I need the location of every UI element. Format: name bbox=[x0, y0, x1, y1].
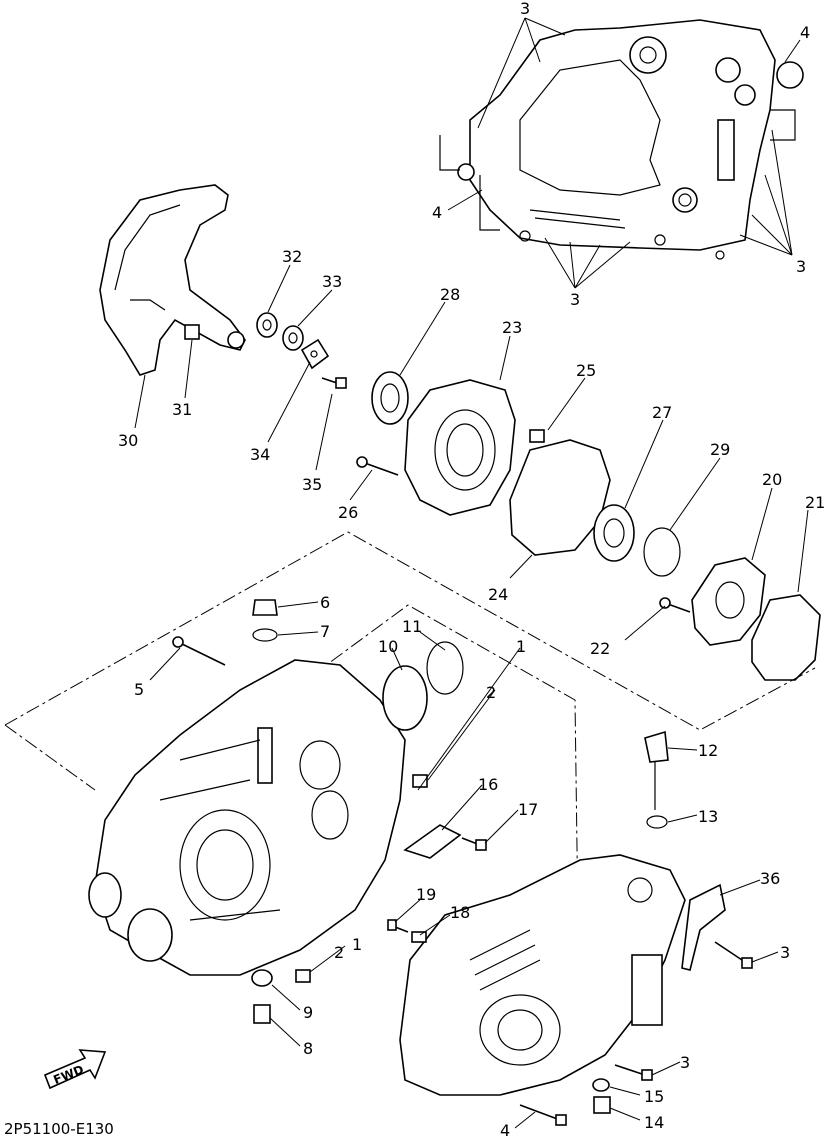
plug-14 bbox=[593, 1096, 611, 1114]
plug-6 bbox=[252, 599, 278, 616]
callout-4: 4 bbox=[800, 23, 810, 42]
callout-20: 20 bbox=[762, 470, 782, 489]
callout-labels: 3 4 4 3 3 32 33 28 23 25 27 29 20 21 31 … bbox=[118, 0, 825, 1139]
washer-9 bbox=[251, 969, 273, 987]
callout-7: 7 bbox=[320, 622, 330, 641]
bolt-5 bbox=[172, 636, 226, 666]
lower-leaders bbox=[149, 601, 779, 1129]
crankcase-cover-30 bbox=[99, 184, 246, 376]
callout-4: 4 bbox=[432, 203, 442, 222]
bracket-36 bbox=[681, 883, 726, 971]
gasket-24 bbox=[509, 439, 611, 556]
bolt-4-lower bbox=[519, 1104, 567, 1126]
callout-17: 17 bbox=[518, 800, 538, 819]
right-crankcase bbox=[399, 854, 686, 1096]
callout-3: 3 bbox=[570, 290, 580, 309]
callout-4: 4 bbox=[500, 1121, 510, 1139]
bolt-17 bbox=[461, 837, 487, 851]
callout-32: 32 bbox=[282, 247, 302, 266]
bolt-3-lower bbox=[614, 1064, 653, 1081]
assembly-boundary bbox=[4, 531, 816, 1071]
callout-3: 3 bbox=[520, 0, 530, 18]
callout-15: 15 bbox=[644, 1087, 664, 1106]
o-ring-13 bbox=[646, 815, 668, 829]
fwd-arrow: FWD bbox=[43, 1049, 107, 1090]
callout-8: 8 bbox=[303, 1039, 313, 1058]
callout-28: 28 bbox=[440, 285, 460, 304]
ring-11 bbox=[426, 641, 464, 695]
circlip-29 bbox=[643, 527, 681, 577]
callout-2: 2 bbox=[334, 943, 344, 962]
middle-leaders bbox=[134, 264, 809, 641]
seal-10 bbox=[382, 665, 428, 731]
callout-3: 3 bbox=[780, 943, 790, 962]
callout-1: 1 bbox=[516, 637, 526, 656]
drawing-code: 2P51100-E130 bbox=[4, 1120, 114, 1138]
callout-27: 27 bbox=[652, 403, 672, 422]
oil-seal-28 bbox=[371, 371, 409, 425]
callout-25: 25 bbox=[576, 361, 596, 380]
callout-22: 22 bbox=[590, 639, 610, 658]
callout-6: 6 bbox=[320, 593, 330, 612]
gasket-7 bbox=[252, 628, 278, 642]
callout-13: 13 bbox=[698, 807, 718, 826]
callout-9: 9 bbox=[303, 1003, 313, 1022]
callout-12: 12 bbox=[698, 741, 718, 760]
left-crankcase bbox=[88, 659, 406, 976]
callout-1: 1 bbox=[352, 935, 362, 954]
bolt-35 bbox=[321, 377, 347, 389]
gasket-21 bbox=[751, 594, 821, 681]
bearing-27 bbox=[593, 504, 635, 562]
pin-18 bbox=[411, 931, 427, 943]
callout-33: 33 bbox=[322, 272, 342, 291]
callout-21: 21 bbox=[805, 493, 825, 512]
crankcase-outline-view bbox=[439, 19, 804, 260]
callout-19: 19 bbox=[416, 885, 436, 904]
dipstick-12 bbox=[644, 730, 669, 810]
callout-18: 18 bbox=[450, 903, 470, 922]
callout-2: 2 bbox=[486, 683, 496, 702]
bolt-22 bbox=[659, 597, 691, 613]
callout-10: 10 bbox=[378, 637, 398, 656]
bearing-32 bbox=[256, 312, 278, 338]
callout-14: 14 bbox=[644, 1113, 664, 1132]
dowel-pin-25 bbox=[529, 429, 545, 443]
dowel-pin-2b bbox=[295, 969, 311, 983]
bearing-33 bbox=[282, 325, 304, 351]
cover-20 bbox=[691, 557, 766, 646]
callout-36: 36 bbox=[760, 869, 780, 888]
plug-8 bbox=[253, 1004, 271, 1024]
washer-15 bbox=[592, 1078, 610, 1092]
top-leaders bbox=[447, 17, 801, 289]
callout-31: 31 bbox=[172, 400, 192, 419]
callout-29: 29 bbox=[710, 440, 730, 459]
callout-11: 11 bbox=[402, 617, 422, 636]
bolt-26 bbox=[356, 456, 399, 476]
callout-16: 16 bbox=[478, 775, 498, 794]
callout-3: 3 bbox=[680, 1053, 690, 1072]
crankcase-cover-23 bbox=[404, 379, 516, 516]
callout-34: 34 bbox=[250, 445, 270, 464]
callout-24: 24 bbox=[488, 585, 508, 604]
callout-26: 26 bbox=[338, 503, 358, 522]
plate-16 bbox=[403, 824, 462, 859]
bolt-3-bracket bbox=[714, 941, 753, 969]
callout-30: 30 bbox=[118, 431, 138, 450]
plate-34 bbox=[300, 338, 330, 370]
bolt-19 bbox=[387, 919, 409, 933]
callout-5: 5 bbox=[134, 680, 144, 699]
callout-3: 3 bbox=[796, 257, 806, 276]
callout-23: 23 bbox=[502, 318, 522, 337]
callout-35: 35 bbox=[302, 475, 322, 494]
